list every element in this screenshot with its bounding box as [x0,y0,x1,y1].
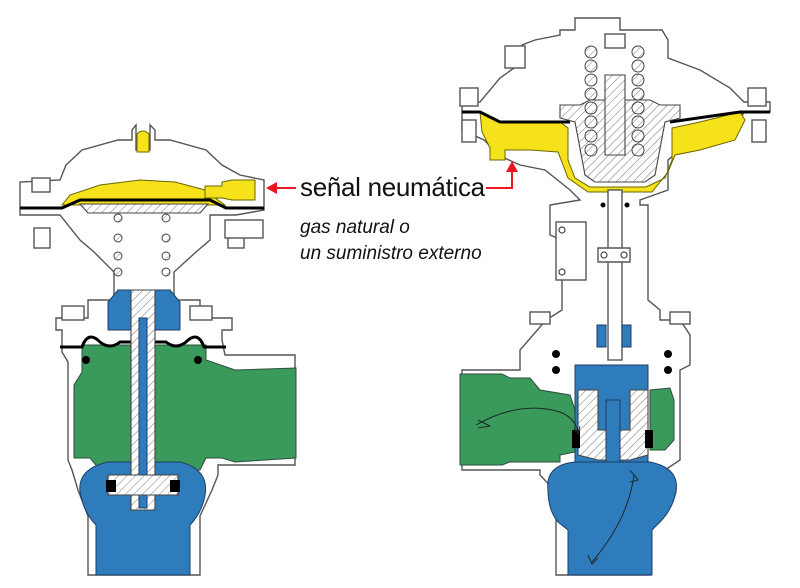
indicator-bolt [620,251,628,259]
source-label-line2: un suministro externo [300,243,482,264]
right-plug-channel [605,399,621,463]
left-sensing-tube [138,317,148,509]
bolt [669,311,691,325]
left-vent-port [224,219,264,239]
indicator-bolt [600,251,608,259]
outlet-flow-arrowhead [587,469,639,565]
right-diaphragm [462,110,770,124]
bolt [504,45,526,69]
arrow-up-head [506,161,518,172]
bolt [751,119,767,143]
o-ring [552,366,560,374]
signal-label: señal neumática [300,172,486,202]
right-spring [584,45,645,157]
right-signal-chamber [479,111,746,193]
right-plug-hatched [577,389,649,461]
right-travel-indicator [597,247,631,263]
left-valve [19,123,297,576]
left-spring [113,213,171,277]
o-ring [624,202,630,208]
arrow-left-head [266,182,277,194]
o-ring [82,356,90,364]
left-inlet-chamber [73,344,297,481]
outlet-flow-arrow-icon [591,474,635,563]
inlet-flow-arrowhead [477,419,581,436]
bolt [459,87,479,107]
bolt [189,305,213,321]
o-ring [664,366,672,374]
right-valve [459,17,771,576]
o-ring [552,350,560,358]
nameplate-screw-icon [558,268,566,276]
right-adjusting-screw [604,33,626,49]
inlet-flow-arrow-icon [475,407,579,433]
seat-seal [645,430,653,448]
signal-callout: señal neumática gas natural o un suminis… [266,161,518,264]
right-outlet-chamber [547,461,677,576]
left-valve-plug [107,474,179,496]
nameplate-screw-icon [558,226,566,234]
right-inlet-chamber-right [649,387,675,451]
bolt [31,177,51,193]
bolt [529,311,551,325]
right-packing [596,324,607,348]
right-packing [621,324,632,348]
source-label-line1: gas natural o [300,217,410,238]
left-diaphragm-plate [78,203,210,214]
o-ring [600,202,606,208]
right-nameplate [555,221,587,281]
right-spindle [604,74,626,156]
arrow-up-bent-icon [486,170,513,189]
left-signal-port [204,179,256,201]
o-ring [194,356,202,364]
left-indicator-cap [136,130,150,153]
seat-seal [106,480,116,492]
right-stem [607,189,623,361]
bolt [33,227,51,249]
bolt [61,305,85,321]
bolt [747,87,767,107]
bolt [461,119,477,143]
o-ring [664,350,672,358]
seat-seal [170,480,180,492]
left-diaphragm [20,198,264,210]
